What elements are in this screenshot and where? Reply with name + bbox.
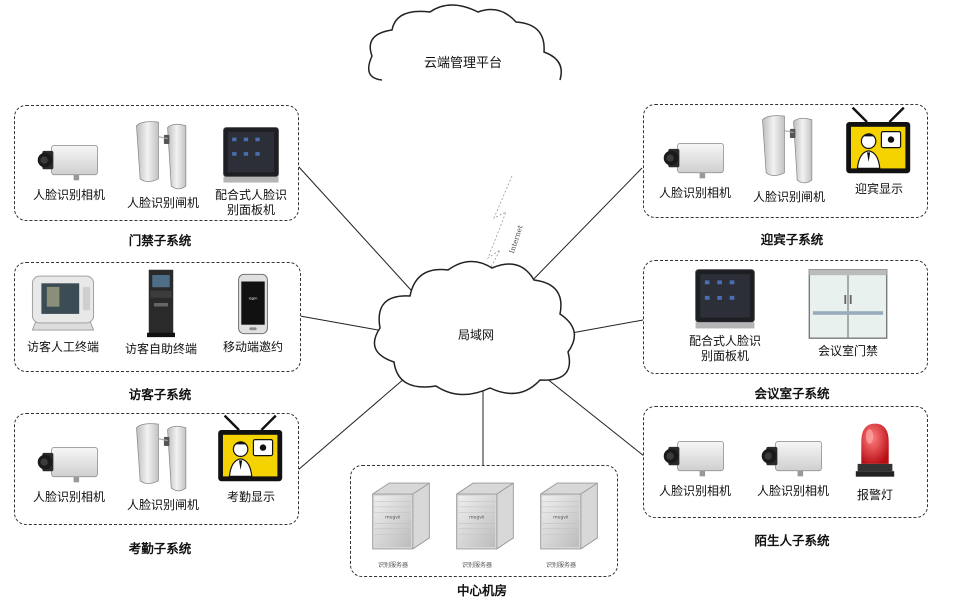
visitor-kiosk-label: 访客自助终端: [124, 342, 197, 356]
access-camera: 人脸识别相机: [24, 138, 114, 203]
link-visitor: [299, 315, 379, 331]
server-icon: [537, 478, 601, 554]
glass-door-icon: [806, 268, 890, 340]
access-subsystem-title: 门禁子系统: [128, 233, 192, 248]
visitor-terminal-icon: [27, 272, 99, 336]
link-attendance: [297, 371, 413, 471]
stranger-camera-1-label: 人脸识别相机: [658, 484, 731, 498]
attendance-turnstile-label: 人脸识别闸机: [126, 498, 199, 512]
datacenter-server-1: [366, 478, 436, 554]
cloud-center-label: 局域网: [458, 328, 495, 342]
visitor-manual-terminal-label: 访客人工终端: [26, 340, 99, 354]
datacenter-server-2: [450, 478, 520, 554]
access-camera-label: 人脸识别相机: [32, 188, 105, 202]
welcome-camera: 人脸识别相机: [650, 136, 740, 201]
welcome-camera-label: 人脸识别相机: [658, 186, 731, 200]
kiosk-icon: [143, 268, 179, 338]
face-panel-icon: [685, 268, 765, 330]
link-welcome: [524, 167, 643, 289]
alarm-light-icon: [852, 420, 898, 484]
datacenter-title: 中心机房: [456, 583, 507, 598]
turnstile-icon: [757, 112, 821, 186]
stranger-subsystem-title: 陌生人子系统: [754, 533, 830, 548]
visitor-subsystem-title: 访客子系统: [128, 387, 192, 402]
face-panel-icon: [215, 126, 287, 184]
welcome-turnstile-label: 人脸识别闸机: [752, 190, 825, 204]
stranger-alarm-light-label: 报警灯: [856, 488, 893, 502]
cloud-center-shape: [373, 260, 576, 396]
stranger-camera-1: 人脸识别相机: [650, 434, 740, 499]
attendance-subsystem-title: 考勤子系统: [128, 541, 192, 556]
cloud-top-shape: [367, 4, 562, 81]
access-face-panel: 配合式人脸识 别面板机: [206, 126, 296, 218]
face-camera-icon: [662, 136, 728, 182]
attendance-turnstile: 人脸识别闸机: [118, 420, 208, 513]
cloud-top-label: 云端管理平台: [424, 56, 503, 71]
server-icon: [453, 478, 517, 554]
stranger-camera-2: 人脸识别相机: [748, 434, 838, 499]
welcome-display-label: 迎宾显示: [854, 182, 903, 196]
display-screen-icon: [215, 414, 287, 486]
attendance-camera-label: 人脸识别相机: [32, 490, 105, 504]
attendance-camera: 人脸识别相机: [24, 440, 114, 505]
face-camera-icon: [760, 434, 826, 480]
link-stranger: [545, 377, 645, 457]
visitor-mobile-invite: 移动端邀约: [208, 272, 298, 355]
datacenter-server-3-label: 识别服务器: [546, 562, 577, 569]
meeting-face-panel: 配合式人脸识 别面板机: [680, 268, 770, 364]
attendance-display-label: 考勤显示: [226, 490, 275, 504]
turnstile-icon: [131, 420, 195, 494]
visitor-manual-terminal: 访客人工终端: [18, 272, 108, 355]
welcome-subsystem-title: 迎宾子系统: [760, 232, 824, 247]
meeting-glass-door-label: 会议室门禁: [817, 344, 878, 358]
face-camera-icon: [662, 434, 728, 480]
link-access: [297, 165, 421, 301]
turnstile-icon: [131, 118, 195, 192]
access-face-panel-label: 配合式人脸识 别面板机: [214, 188, 287, 217]
server-icon: [369, 478, 433, 554]
datacenter-server-2-label: 识别服务器: [462, 562, 493, 569]
visitor-kiosk: 访客自助终端: [116, 268, 206, 357]
display-screen-icon: [843, 106, 915, 178]
face-camera-icon: [36, 440, 102, 486]
attendance-display: 考勤显示: [206, 414, 296, 505]
stranger-alarm-light: 报警灯: [840, 420, 910, 503]
datacenter-server-1-label: 识别服务器: [378, 562, 409, 569]
welcome-turnstile: 人脸识别闸机: [744, 112, 834, 205]
meeting-glass-door: 会议室门禁: [800, 268, 896, 359]
face-camera-icon: [36, 138, 102, 184]
access-turnstile-label: 人脸识别闸机: [126, 196, 199, 210]
smartphone-icon: [235, 272, 271, 336]
meeting-face-panel-label: 配合式人脸识 别面板机: [688, 334, 761, 363]
stranger-camera-2-label: 人脸识别相机: [756, 484, 829, 498]
meeting-subsystem-title: 会议室子系统: [754, 386, 830, 401]
access-turnstile: 人脸识别闸机: [118, 118, 208, 211]
welcome-display: 迎宾显示: [834, 106, 924, 197]
datacenter-server-3: [534, 478, 604, 554]
visitor-mobile-invite-label: 移动端邀约: [222, 340, 283, 354]
link-meeting: [565, 319, 644, 335]
